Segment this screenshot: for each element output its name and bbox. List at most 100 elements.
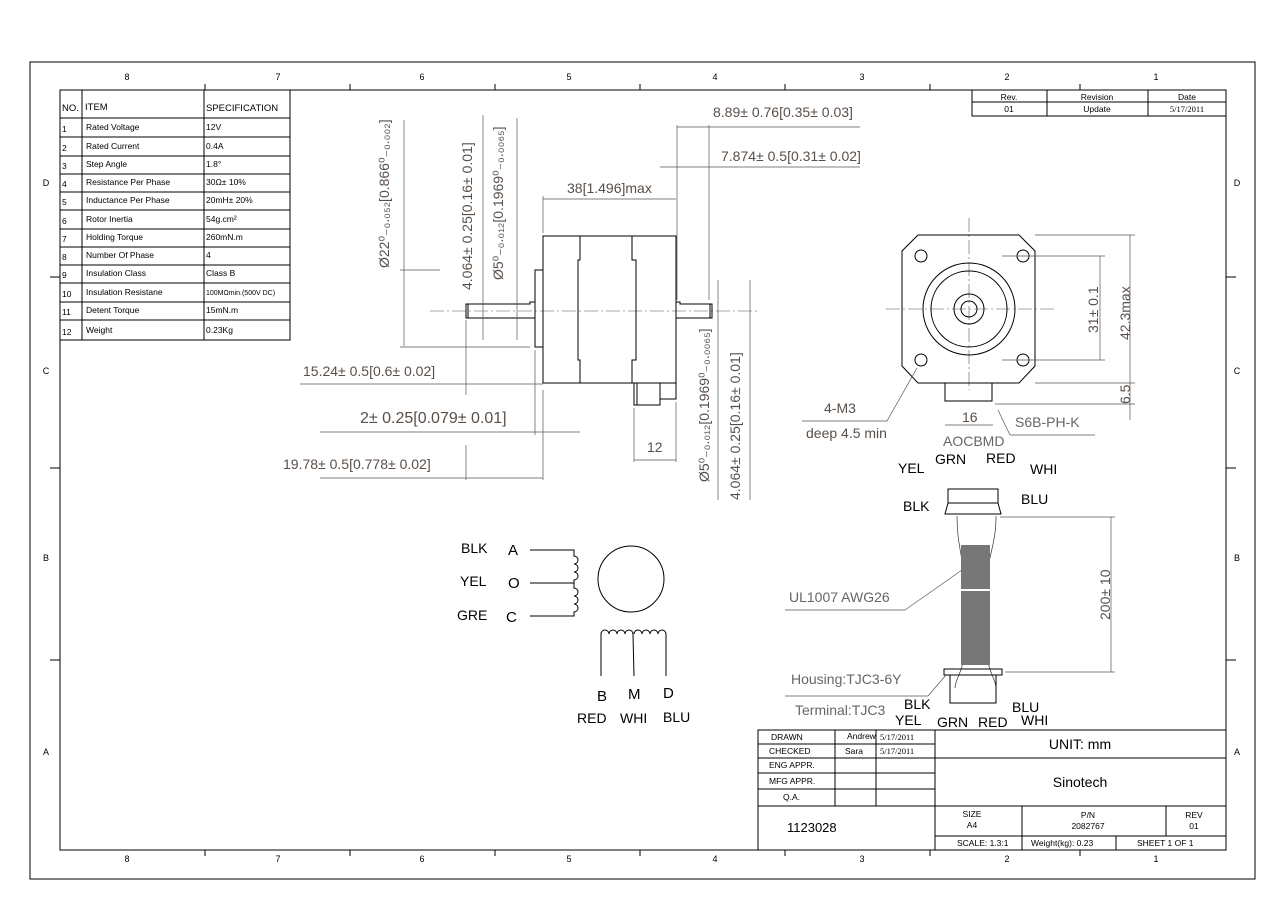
wire-bundle [961,545,990,665]
spec-item: Rotor Inertia [86,214,133,224]
drawn-by: Andrew [847,731,877,741]
revision-header: Revision [1081,92,1114,102]
dim-shaft-length: 15.24± 0.5[0.6± 0.02] [303,363,435,379]
spec-no: 9 [62,270,67,280]
pin-a: A [508,542,518,559]
zone-row-label: C [43,366,50,376]
zone-column-label: 2 [1004,72,1009,82]
part-number: 2082767 [1071,821,1104,831]
dim-size: 42.3max [1117,286,1133,340]
spec-value: 20mH± 20% [206,195,253,205]
bottom-connector [949,674,997,704]
bottom-pin-grn: GRN [937,714,968,730]
outer-border [29,61,1256,880]
spec-row: 3 Step Angle 1.8° [62,159,221,171]
checked-date: 5/17/2011 [880,746,914,756]
spec-value: 4 [206,250,211,260]
spec-value: 0.23Kg [206,325,233,335]
front-view: 31± 0.1 42.3max 6.5 16 4-M3 deep 4.5 min… [802,218,1135,449]
zone-column-label: 3 [859,72,864,82]
pn-label: P/N [1081,810,1095,820]
spec-header-no: NO. [62,103,79,114]
spec-value: 15mN.m [206,305,238,315]
motor-body [542,235,677,384]
spec-item: Number Of Phase [86,250,154,260]
checked-label: CHECKED [769,746,811,756]
rev-header: Rev. [1001,92,1018,102]
spec-item: Inductance Per Phase [86,195,170,205]
bottom-pin-red: RED [978,714,1008,730]
rev-value: 01 [1004,104,1014,114]
coil-b [600,629,667,677]
spec-value: Class B [206,268,236,278]
pin-d: D [663,685,674,702]
holes-depth: deep 4.5 min [806,425,887,441]
rev-label: REV [1185,810,1203,820]
top-pin-red: RED [986,450,1016,466]
wire-whi: WHI [620,710,647,726]
spec-value: 12V [206,122,221,132]
rear-shaft [676,301,713,319]
front-connector [944,382,993,402]
spec-value: 30Ω± 10% [206,177,246,187]
housing-label: Housing:TJC3-6Y [791,671,902,687]
spec-item: Insulation Class [86,268,146,278]
bottom-pin-blu: BLU [1012,699,1039,715]
dim-shaft-ext: 8.89± 0.76[0.35± 0.03] [713,104,853,120]
zone-row-label: D [1234,178,1241,188]
eng-appr-label: ENG APPR. [769,760,815,770]
cable-assembly: YEL GRN RED WHI BLK BLU UL1007 AWG26 200… [785,450,1115,730]
pin-c: C [506,609,517,626]
revision-value: Update [1083,104,1111,114]
spec-header-item: ITEM [85,102,108,113]
drawn-label: DRAWN [771,732,803,742]
date-header: Date [1178,92,1196,102]
zone-row-label: C [1234,366,1241,376]
side-view: 8.89± 0.76[0.35± 0.03] 7.874± 0.5[0.31± … [283,104,861,500]
zone-column-label: 7 [275,72,280,82]
spec-value: 1.8° [206,159,221,169]
zone-row-label: B [43,553,49,563]
dim-rear-shaft-diameter: Ø5⁰₋₀.₀₁₂[0.1969⁰₋₀.₀₀₆₅] [696,328,712,482]
zone-column-label: 8 [124,854,129,864]
sheet: SHEET 1 OF 1 [1137,838,1194,848]
holes-label: 4-M3 [824,400,856,416]
spec-item: Insulation Resistane [86,287,163,297]
spec-no: 3 [62,161,67,171]
spec-no: 10 [62,289,72,299]
terminal-label: Terminal:TJC3 [795,702,885,718]
inner-border [59,89,1227,851]
spec-value: 54g.cm² [206,214,237,224]
dim-front-shaft-diameter: Ø5⁰₋₀.₀₁₂[0.1969⁰₋₀.₀₀₆₅] [490,126,506,280]
wire-spec: UL1007 AWG26 [789,589,890,605]
dim-connector-height: 6.5 [1117,384,1133,404]
wire-red: RED [577,710,607,726]
checked-by: Sara [845,746,863,756]
revision-table: Rev. Revision Date 01 Update 5/17/2011 [971,89,1227,117]
spec-no: 7 [62,234,67,244]
unit: UNIT: mm [1049,736,1111,752]
motor-face [901,234,1036,384]
spec-item: Detent Torque [86,305,140,315]
spec-item: Step Angle [86,159,127,169]
drawing-number: 1123028 [787,820,837,835]
rotor-symbol [597,545,665,613]
zone-row-label: D [43,178,50,188]
dim-body-length: 38[1.496]max [567,180,652,196]
cable-length: 200± 10 [1097,569,1113,620]
spec-no: 6 [62,216,67,226]
top-pin-whi: WHI [1030,461,1057,477]
front-shaft [465,301,535,319]
drawn-date: 5/17/2011 [880,732,914,742]
spec-row: 9 Insulation Class Class B [62,268,236,280]
